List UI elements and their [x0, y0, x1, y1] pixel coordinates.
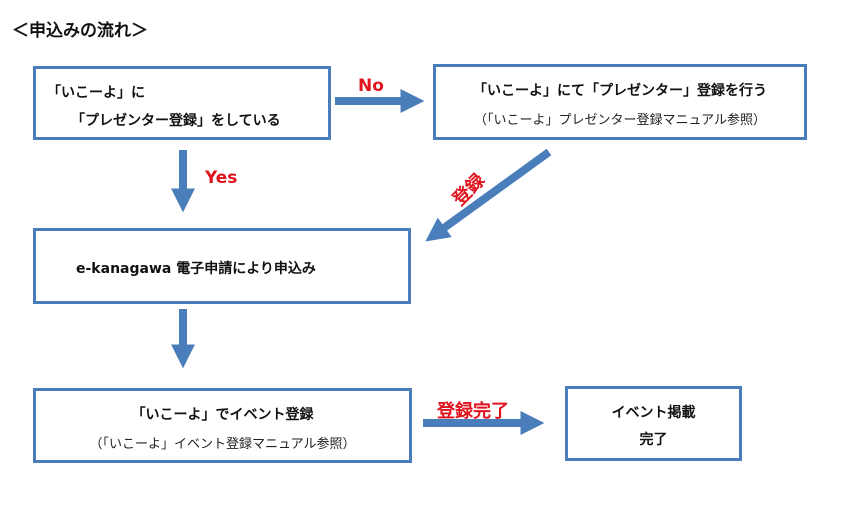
- label-no: No: [358, 76, 384, 96]
- label-registration-complete: 登録完了: [437, 401, 509, 422]
- box-start-line1: 「いこーよ」に: [47, 85, 145, 101]
- box-event-line2: （「いこーよ」イベント登録マニュアル参照）: [89, 437, 356, 452]
- box-register-presenter: 「いこーよ」にて「プレゼンター」登録を行う （「いこーよ」プレゼンター登録マニュ…: [433, 64, 807, 140]
- box-event-published: イベント掲載 完了: [565, 386, 742, 461]
- box-done-line2: 完了: [639, 432, 668, 448]
- box-apply-line1: e-kanagawa 電子申請により申込み: [76, 261, 316, 277]
- box-register-line1: 「いこーよ」にて「プレゼンター」登録を行う: [473, 83, 767, 99]
- box-event-registration: 「いこーよ」でイベント登録 （「いこーよ」イベント登録マニュアル参照）: [33, 388, 412, 463]
- box-event-line1: 「いこーよ」でイベント登録: [131, 407, 314, 423]
- box-register-line2: （「いこーよ」プレゼンター登録マニュアル参照）: [473, 113, 767, 128]
- arrow-registered: [425, 148, 552, 242]
- page-title: ＜申込みの流れ＞: [12, 21, 148, 41]
- box-presenter-registered-question: 「いこーよ」に 「プレゼンター登録」をしている: [33, 66, 331, 140]
- label-yes: Yes: [205, 168, 238, 188]
- box-start-line2: 「プレゼンター登録」をしている: [71, 113, 281, 129]
- box-done-line1: イベント掲載: [611, 405, 696, 421]
- box-e-kanagawa-apply: e-kanagawa 電子申請により申込み: [33, 228, 411, 304]
